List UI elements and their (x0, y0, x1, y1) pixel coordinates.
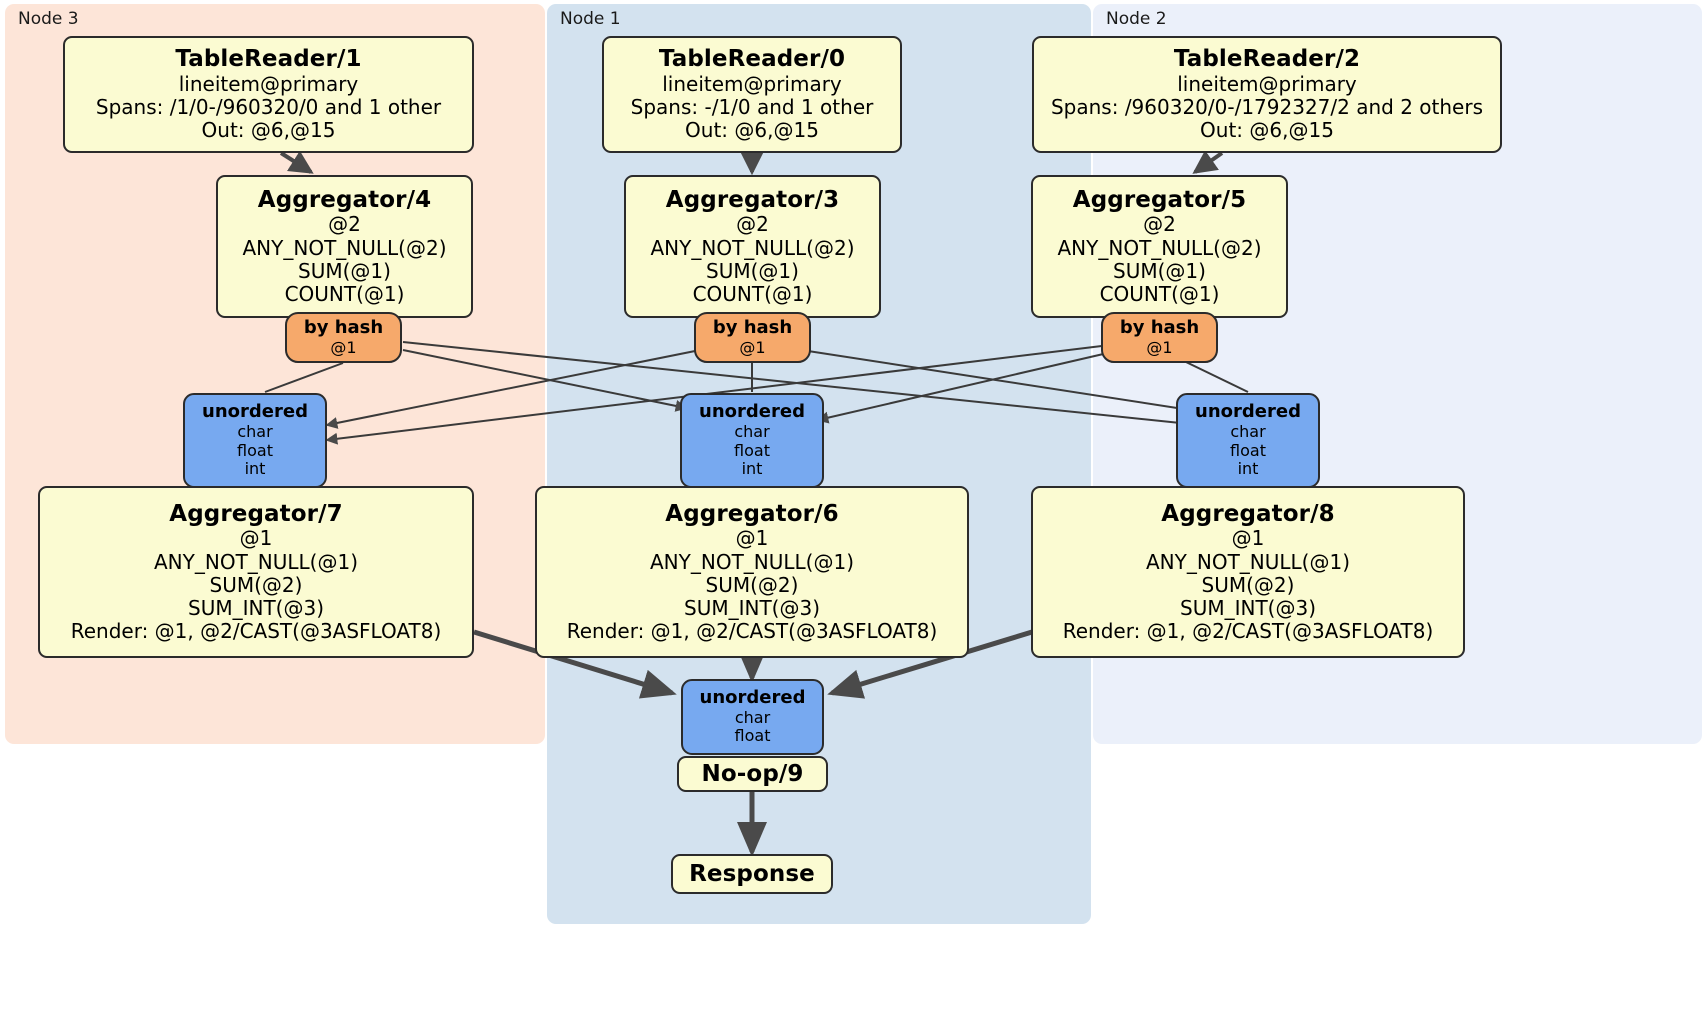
processor-table-reader-0[interactable]: TableReader/0 lineitem@primary Spans: -/… (602, 36, 902, 153)
node-line: ANY_NOT_NULL(@1) (1146, 549, 1350, 574)
node-line: SUM_INT(@3) (684, 595, 820, 620)
node-title: by hash (712, 316, 793, 338)
node-line: @2 (1143, 212, 1176, 237)
node-line: @1 (1146, 337, 1173, 357)
node-line: lineitem@primary (178, 72, 359, 97)
node-line: @1 (1231, 526, 1265, 551)
node-line: @1 (739, 337, 766, 357)
node-line: Spans: /1/0-/960320/0 and 1 other (95, 95, 442, 120)
cluster-label-node-3: Node 3 (18, 9, 79, 29)
node-line: @1 (735, 526, 769, 551)
node-title: by hash (1119, 316, 1200, 338)
node-title: by hash (303, 316, 384, 338)
processor-aggregator-4[interactable]: Aggregator/4 @2 ANY_NOT_NULL(@2) SUM(@1)… (216, 175, 473, 318)
node-line: int (1237, 459, 1259, 479)
synchronizer-unordered-final[interactable]: unordered char float (681, 679, 824, 755)
node-line: Spans: -/1/0 and 1 other (630, 95, 874, 120)
node-line: Render: @1, @2/CAST(@3ASFLOAT8) (70, 619, 442, 644)
node-line: Out: @6,@15 (685, 118, 819, 143)
synchronizer-unordered-node-3[interactable]: unordered char float int (183, 393, 327, 488)
node-line: Render: @1, @2/CAST(@3ASFLOAT8) (1062, 619, 1434, 644)
node-line: float (734, 440, 770, 460)
node-line: COUNT(@1) (692, 282, 813, 307)
node-line: ANY_NOT_NULL(@2) (1057, 235, 1262, 260)
node-line: char (237, 422, 273, 442)
node-line: SUM_INT(@3) (188, 595, 324, 620)
synchronizer-unordered-node-1[interactable]: unordered char float int (680, 393, 824, 488)
processor-table-reader-2[interactable]: TableReader/2 lineitem@primary Spans: /9… (1032, 36, 1502, 153)
node-line: Out: @6,@15 (201, 118, 336, 143)
node-line: char (734, 707, 771, 727)
node-title: Aggregator/7 (169, 500, 343, 527)
processor-aggregator-5[interactable]: Aggregator/5 @2 ANY_NOT_NULL(@2) SUM(@1)… (1031, 175, 1288, 318)
node-line: COUNT(@1) (284, 282, 405, 307)
node-title: unordered (1195, 401, 1301, 423)
processor-table-reader-1[interactable]: TableReader/1 lineitem@primary Spans: /1… (63, 36, 474, 153)
node-line: ANY_NOT_NULL(@1) (650, 549, 854, 574)
node-line: SUM(@2) (209, 572, 303, 597)
processor-aggregator-3[interactable]: Aggregator/3 @2 ANY_NOT_NULL(@2) SUM(@1)… (624, 175, 881, 318)
node-title: Response (689, 860, 815, 887)
node-line: @2 (328, 212, 361, 237)
node-line: char (734, 422, 770, 442)
node-line: ANY_NOT_NULL(@2) (242, 235, 447, 260)
node-line: ANY_NOT_NULL(@2) (650, 235, 855, 260)
node-line: Spans: /960320/0-/1792327/2 and 2 others (1050, 95, 1483, 120)
node-line: SUM(@1) (706, 258, 799, 283)
node-line: @1 (239, 526, 273, 551)
processor-response[interactable]: Response (671, 854, 833, 894)
node-title: Aggregator/5 (1072, 186, 1247, 213)
node-title: TableReader/2 (1173, 46, 1361, 73)
node-line: float (734, 726, 771, 746)
node-title: TableReader/0 (658, 46, 846, 73)
synchronizer-unordered-node-2[interactable]: unordered char float int (1176, 393, 1320, 488)
node-line: SUM(@2) (705, 572, 799, 597)
node-line: float (1230, 440, 1266, 460)
node-title: unordered (699, 401, 805, 423)
processor-aggregator-7[interactable]: Aggregator/7 @1 ANY_NOT_NULL(@1) SUM(@2)… (38, 486, 474, 658)
node-title: unordered (699, 687, 806, 709)
node-line: @2 (736, 212, 769, 237)
node-title: Aggregator/6 (665, 500, 839, 527)
node-line: @1 (330, 337, 357, 357)
node-line: Out: @6,@15 (1200, 118, 1334, 143)
processor-aggregator-6[interactable]: Aggregator/6 @1 ANY_NOT_NULL(@1) SUM(@2)… (535, 486, 969, 658)
processor-aggregator-8[interactable]: Aggregator/8 @1 ANY_NOT_NULL(@1) SUM(@2)… (1031, 486, 1465, 658)
router-by-hash-node-3[interactable]: by hash @1 (285, 312, 402, 363)
cluster-label-node-1: Node 1 (560, 9, 621, 29)
node-line: int (741, 459, 763, 479)
node-title: unordered (202, 401, 308, 423)
node-title: No-op/9 (701, 760, 804, 787)
node-line: SUM(@2) (1201, 572, 1295, 597)
node-line: COUNT(@1) (1099, 282, 1220, 307)
node-line: float (237, 440, 273, 460)
processor-noop-9[interactable]: No-op/9 (677, 756, 828, 792)
node-line: ANY_NOT_NULL(@1) (154, 549, 358, 574)
node-line: int (244, 459, 266, 479)
node-line: SUM_INT(@3) (1180, 595, 1316, 620)
node-line: Render: @1, @2/CAST(@3ASFLOAT8) (566, 619, 938, 644)
router-by-hash-node-2[interactable]: by hash @1 (1101, 312, 1218, 363)
node-line: SUM(@1) (298, 258, 391, 283)
node-title: Aggregator/3 (665, 186, 840, 213)
router-by-hash-node-1[interactable]: by hash @1 (694, 312, 811, 363)
node-line: char (1230, 422, 1266, 442)
node-line: lineitem@primary (662, 72, 842, 97)
node-title: Aggregator/8 (1161, 500, 1335, 527)
node-line: SUM(@1) (1113, 258, 1206, 283)
cluster-label-node-2: Node 2 (1106, 9, 1167, 29)
node-title: TableReader/1 (175, 46, 362, 73)
node-title: Aggregator/4 (257, 186, 432, 213)
node-line: lineitem@primary (1177, 72, 1357, 97)
